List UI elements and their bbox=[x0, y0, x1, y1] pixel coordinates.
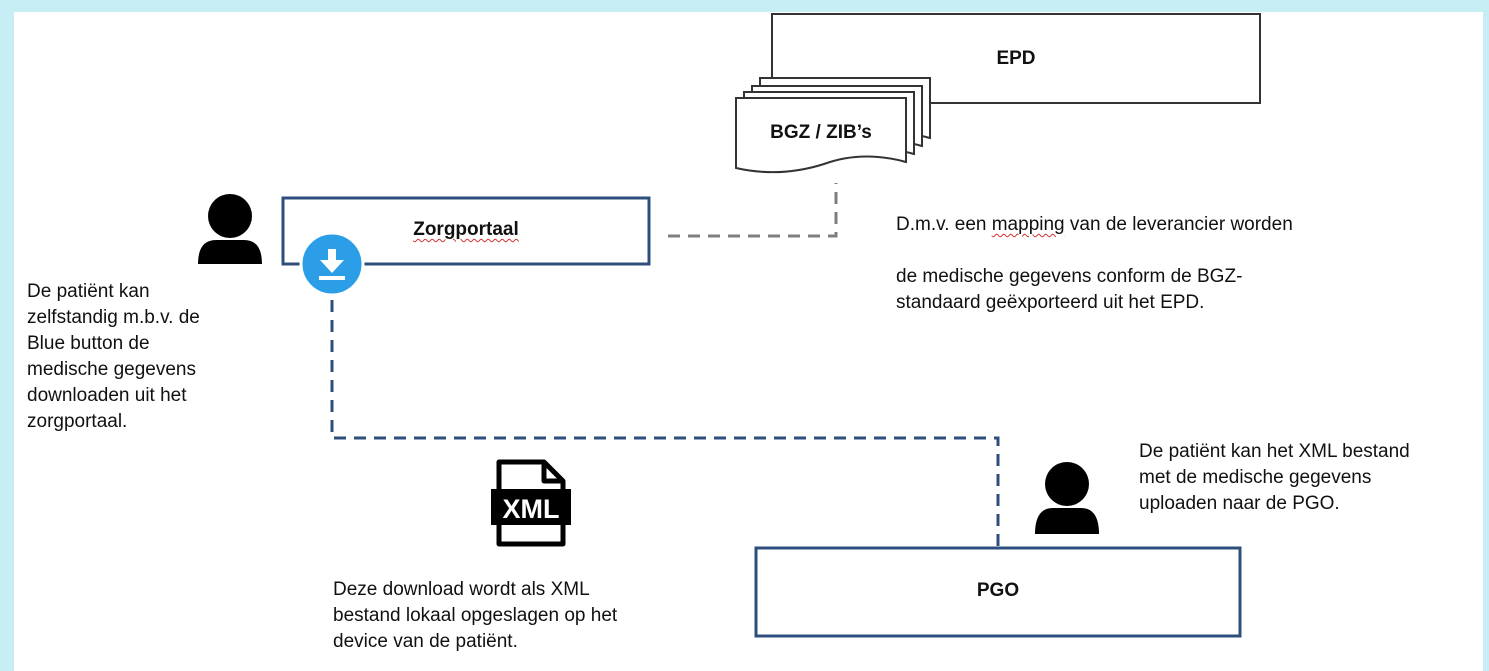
mapping-text: D.m.v. een mapping van de leverancier wo… bbox=[896, 186, 1316, 342]
download-connector bbox=[330, 300, 1000, 548]
xml-download-text: Deze download wordt als XML bestand loka… bbox=[333, 579, 618, 652]
mapping-connector bbox=[668, 183, 838, 238]
patient-download-text: De patiënt kan zelfstandig m.b.v. de Blu… bbox=[27, 281, 200, 432]
person-icon bbox=[1035, 462, 1099, 534]
epd-box bbox=[771, 13, 1261, 104]
bgz-document-stack bbox=[735, 77, 931, 174]
mapping-line-1-post: van de leverancier worden bbox=[1064, 214, 1293, 235]
zorgportaal-label: Zorgportaal bbox=[413, 219, 519, 240]
bgz-label: BGZ / ZIB’s bbox=[770, 122, 872, 143]
epd-label: EPD bbox=[996, 48, 1036, 69]
mapping-rest: de medische gegevens conform de BGZ- sta… bbox=[896, 266, 1243, 313]
person-icon bbox=[198, 194, 262, 264]
pgo-label: PGO bbox=[976, 580, 1020, 601]
xml-file-icon: XML bbox=[491, 459, 571, 547]
mapping-line-1: D.m.v. een mapping van de leverancier wo… bbox=[896, 212, 1316, 238]
xml-file-label: XML bbox=[503, 494, 560, 524]
mapping-word: mapping bbox=[991, 214, 1065, 235]
patient-upload-text: De patiënt kan het XML bestand met de me… bbox=[1139, 441, 1410, 514]
pgo-box bbox=[754, 546, 1242, 638]
download-icon bbox=[299, 231, 365, 297]
mapping-line-1-pre: D.m.v. een bbox=[896, 214, 992, 235]
